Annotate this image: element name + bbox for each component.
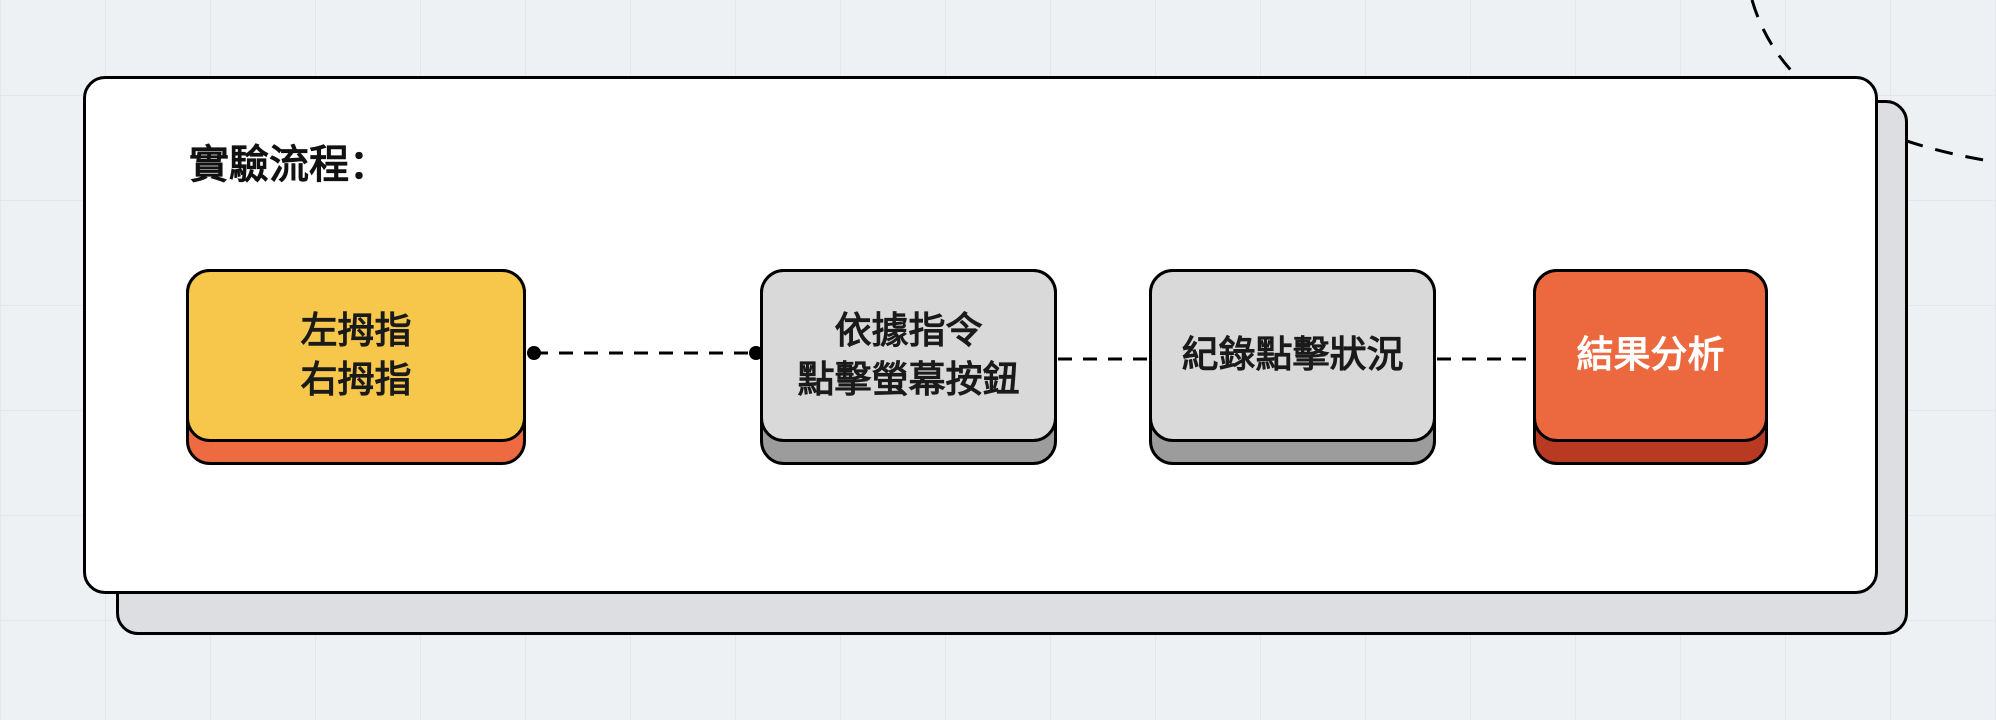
- step-record-clicks: 紀錄點擊狀況: [1149, 269, 1436, 465]
- connector-start-dot: [527, 346, 541, 360]
- process-heading: 實驗流程：: [189, 142, 389, 188]
- step-result-analysis-label: 結果分析: [1533, 269, 1768, 442]
- step-thumbs-label: 左拇指 右拇指: [186, 269, 526, 442]
- step-record-clicks-label: 紀錄點擊狀況: [1149, 269, 1436, 442]
- step-follow-instructions: 依據指令 點擊螢幕按鈕: [760, 269, 1057, 465]
- step-follow-instructions-label: 依據指令 點擊螢幕按鈕: [760, 269, 1057, 442]
- step-thumbs: 左拇指 右拇指: [186, 269, 526, 465]
- step-result-analysis: 結果分析: [1533, 269, 1768, 465]
- process-card: 實驗流程： 左拇指 右拇指 依據指令 點擊螢幕按鈕 紀錄點擊狀況 結果分析: [83, 76, 1878, 594]
